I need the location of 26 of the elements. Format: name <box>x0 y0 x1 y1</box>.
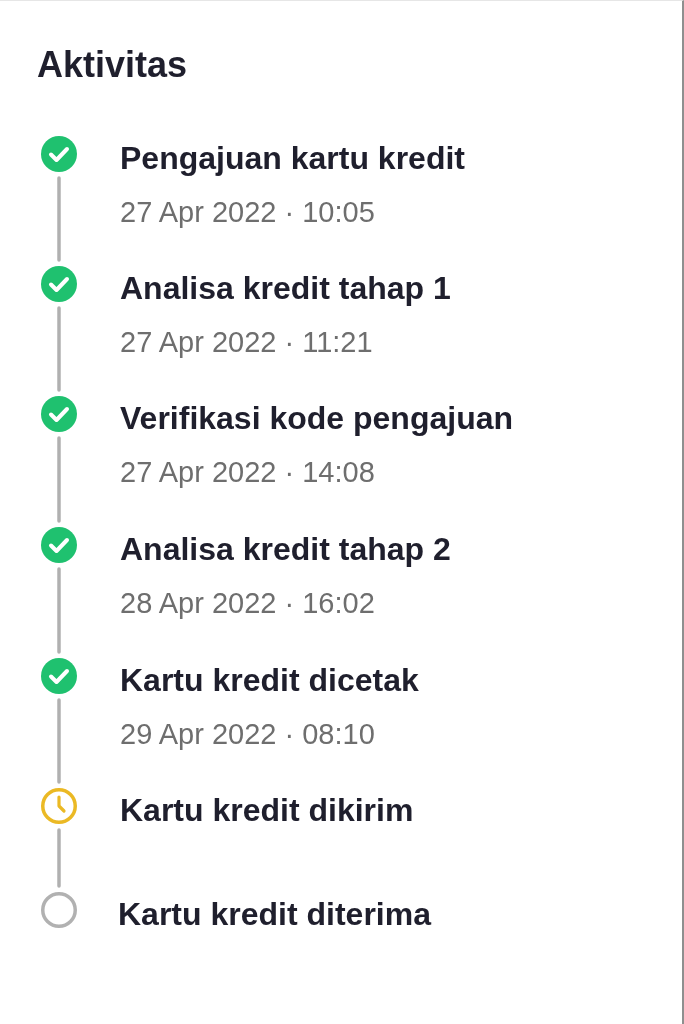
step-title: Analisa kredit tahap 2 <box>120 530 451 569</box>
section-heading: Aktivitas <box>37 43 188 87</box>
step-timestamp: 27 Apr 2022 · 10:05 <box>120 195 375 230</box>
timeline-connector <box>57 828 61 888</box>
step-title: Verifikasi kode pengajuan <box>120 399 514 438</box>
timeline-connector <box>57 567 61 654</box>
check-circle-icon <box>41 136 77 172</box>
timeline-connector <box>57 436 61 523</box>
step-timestamp: 27 Apr 2022 · 14:08 <box>120 455 375 490</box>
step-timestamp: 28 Apr 2022 · 16:02 <box>120 586 375 621</box>
step-title: Kartu kredit dicetak <box>120 661 419 700</box>
circle-icon <box>41 892 77 928</box>
step-title: Kartu kredit dikirim <box>120 791 414 830</box>
check-circle-icon <box>41 396 77 432</box>
check-circle-icon <box>41 658 77 694</box>
timeline-connector <box>57 306 61 392</box>
timeline-connector <box>57 176 61 262</box>
step-title: Kartu kredit diterima <box>118 895 431 934</box>
step-title: Pengajuan kartu kredit <box>120 139 465 178</box>
timeline-connector <box>57 698 61 784</box>
step-timestamp: 27 Apr 2022 · 11:21 <box>120 325 373 360</box>
clock-icon <box>41 788 77 824</box>
step-title: Analisa kredit tahap 1 <box>120 269 451 308</box>
check-circle-icon <box>41 527 77 563</box>
check-circle-icon <box>41 266 77 302</box>
step-timestamp: 29 Apr 2022 · 08:10 <box>120 717 375 752</box>
